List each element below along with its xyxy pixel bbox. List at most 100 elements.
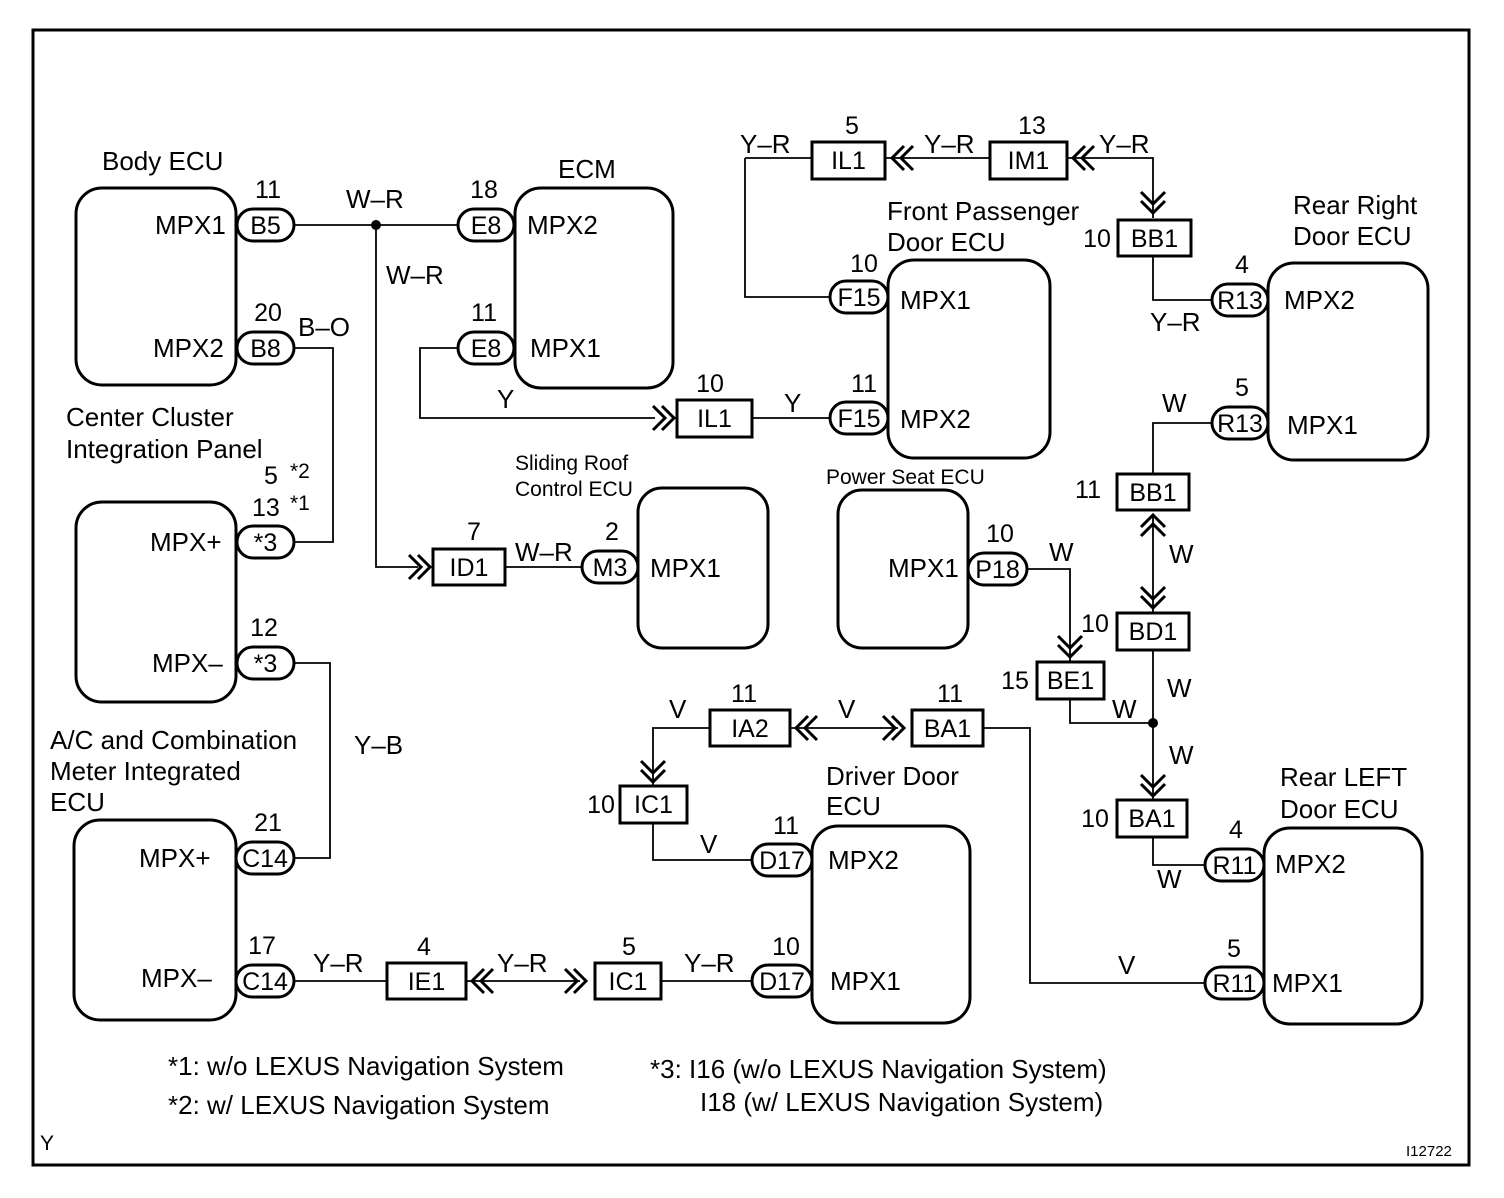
- ccip-title-1: Center Cluster: [66, 402, 234, 432]
- connector-bb1-upper: BB1: [1131, 225, 1178, 253]
- connector-be1: BE1: [1047, 667, 1094, 695]
- wire-label-v3: V: [700, 829, 718, 859]
- wire-label-y2: Y: [784, 388, 801, 418]
- driver-door-ecu-pin-mpx1: MPX1: [830, 966, 901, 996]
- acm-title-3: ECU: [50, 787, 105, 817]
- wire-color-labels: W–R W–R W–R B–O Y–R Y–R Y–R Y–R Y Y W W …: [298, 129, 1201, 980]
- power-seat-pin-mpx1: MPX1: [888, 553, 959, 583]
- body-ecu-pin-mpx2: MPX2: [153, 333, 224, 363]
- wire-label-w2: W: [1049, 537, 1074, 567]
- power-seat-title: Power Seat ECU: [826, 466, 985, 489]
- wire-label-w1: W: [1162, 388, 1187, 418]
- legend-notes: *1: w/o LEXUS Navigation System *2: w/ L…: [168, 1051, 1107, 1120]
- body-ecu-title: Body ECU: [102, 146, 223, 176]
- pin-bb1-middle: 11: [1075, 476, 1101, 504]
- rear-right-door-ecu-pin-mpx2: MPX2: [1284, 285, 1355, 315]
- wire-label-bo: B–O: [298, 312, 350, 342]
- pin-ccip-upper-a: 5: [264, 462, 278, 490]
- connector-ic1-upper: IC1: [634, 791, 673, 819]
- connector-im1: IM1: [1008, 147, 1050, 175]
- corner-letter: Y: [40, 1132, 54, 1155]
- ecu-connectors: B5 11 B8 20 E8 18 E8 11 F15 10 F15 11 R1…: [234, 176, 1270, 1001]
- ecm-pin-mpx1: MPX1: [530, 333, 601, 363]
- wire-label-w3: W: [1169, 539, 1194, 569]
- front-passenger-door-ecu: Front Passenger Door ECU MPX1 MPX2: [886, 196, 1080, 460]
- connector-c14-upper: C14: [242, 845, 288, 873]
- pin-ccip-lower: 12: [250, 614, 278, 642]
- junction-dot: [1148, 718, 1158, 728]
- pin-ccip-upper-a-note: *2: [290, 460, 310, 483]
- sliding-roof-pin-mpx1: MPX1: [650, 553, 721, 583]
- wire-label-w7: W: [1157, 864, 1182, 894]
- rear-left-door-ecu-title-2: Door ECU: [1280, 794, 1398, 824]
- note-1: *1: w/o LEXUS Navigation System: [168, 1051, 564, 1081]
- ecm-pin-mpx2: MPX2: [527, 210, 598, 240]
- ccip-pin-mpx-plus: MPX+: [150, 527, 222, 557]
- pin-b8: 20: [254, 299, 282, 327]
- driver-door-ecu-title-2: ECU: [826, 791, 881, 821]
- connector-il1-upper: IL1: [831, 147, 866, 175]
- wire-label-w4: W: [1167, 673, 1192, 703]
- ac-combination-meter-ecu: A/C and Combination Meter Integrated ECU…: [50, 725, 297, 1022]
- pin-p18: 10: [986, 520, 1014, 548]
- acm-pin-mpx-plus: MPX+: [139, 843, 211, 873]
- note-3a: *3: I16 (w/o LEXUS Navigation System): [650, 1054, 1107, 1084]
- junction-dot: [371, 220, 381, 230]
- wire-label-yb: Y–B: [354, 730, 403, 760]
- connector-d17-upper: D17: [759, 847, 805, 875]
- connector-b5: B5: [250, 212, 281, 240]
- driver-door-ecu-title-1: Driver Door: [826, 761, 959, 791]
- note-2: *2: w/ LEXUS Navigation System: [168, 1090, 550, 1120]
- front-passenger-door-ecu-pin-mpx2: MPX2: [900, 404, 971, 434]
- junction-connectors: IL1 5 IM1 13 BB1 10 IL1 10 ID1 7 BB1 11 …: [385, 112, 1193, 1001]
- connector-ccip-upper: *3: [254, 529, 278, 557]
- wire-label-v2: V: [838, 694, 856, 724]
- pin-r13-lower: 5: [1235, 374, 1249, 402]
- pin-m3: 2: [605, 518, 619, 546]
- rear-left-door-ecu-pin-mpx2: MPX2: [1275, 849, 1346, 879]
- pin-im1: 13: [1018, 112, 1046, 140]
- connector-f15-lower: F15: [837, 405, 880, 433]
- rear-right-door-ecu: Rear Right Door ECU MPX2 MPX1: [1266, 190, 1430, 462]
- pin-f15-lower: 11: [851, 370, 877, 398]
- driver-door-ecu: Driver Door ECU MPX2 MPX1: [810, 761, 972, 1025]
- connector-r13-lower: R13: [1217, 410, 1263, 438]
- sliding-roof-title-2: Control ECU: [515, 478, 633, 501]
- pin-r11-lower: 5: [1227, 935, 1241, 963]
- connector-b8: B8: [250, 335, 281, 363]
- wire-label-v4: V: [1118, 950, 1136, 980]
- pin-bd1: 10: [1081, 610, 1109, 638]
- connector-ba1-middle: BA1: [1128, 805, 1175, 833]
- wire-label-y1: Y: [497, 384, 514, 414]
- connector-f15-upper: F15: [837, 284, 880, 312]
- pin-bb1-upper: 10: [1083, 225, 1111, 253]
- wire-label-wr3: W–R: [515, 537, 573, 567]
- diagram-frame: [31, 28, 1471, 1167]
- connector-chevrons: [407, 144, 1167, 995]
- pin-f15-upper: 10: [850, 250, 878, 278]
- pin-ba1-upper: 11: [937, 680, 963, 708]
- pin-ccip-upper-b-note: *1: [290, 492, 310, 515]
- acm-title-1: A/C and Combination: [50, 725, 297, 755]
- connector-m3: M3: [593, 554, 628, 582]
- pin-ic1-upper: 10: [587, 791, 615, 819]
- rear-left-door-ecu-pin-mpx1: MPX1: [1272, 968, 1343, 998]
- pin-e8-upper: 18: [470, 176, 498, 204]
- pin-ccip-upper-b: 13: [252, 494, 280, 522]
- front-passenger-door-ecu-title-1: Front Passenger: [887, 196, 1080, 226]
- figure-id: I12722: [1406, 1143, 1452, 1160]
- pin-ia2: 11: [731, 680, 757, 708]
- wire-label-yr2: Y–R: [924, 129, 975, 159]
- wire-label-yr4: Y–R: [1150, 307, 1201, 337]
- rear-right-door-ecu-pin-mpx1: MPX1: [1287, 410, 1358, 440]
- connector-c14-lower: C14: [242, 968, 288, 996]
- connector-bd1: BD1: [1129, 618, 1178, 646]
- pin-e8-lower: 11: [471, 299, 497, 327]
- pin-c14-upper: 21: [254, 809, 282, 837]
- connector-d17-lower: D17: [759, 968, 805, 996]
- front-passenger-door-ecu-title-2: Door ECU: [887, 227, 1005, 257]
- rear-left-door-ecu: Rear LEFT Door ECU MPX2 MPX1: [1262, 762, 1424, 1026]
- sliding-roof-title-1: Sliding Roof: [515, 452, 628, 475]
- wire-label-yr5: Y–R: [313, 948, 364, 978]
- rear-right-door-ecu-title-1: Rear Right: [1293, 190, 1418, 220]
